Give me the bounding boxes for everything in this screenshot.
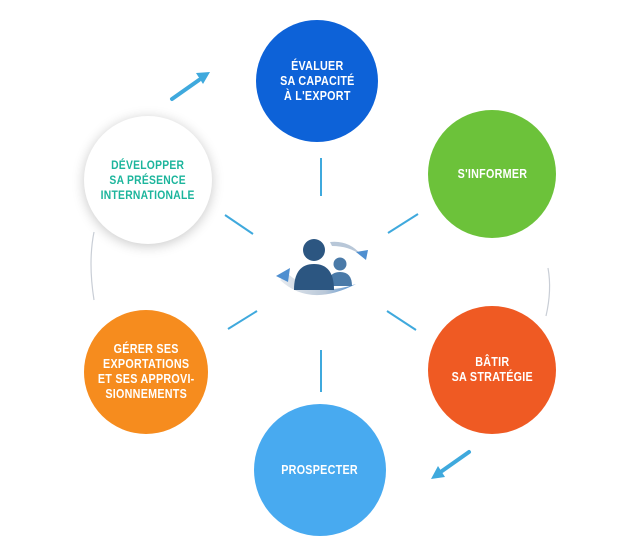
step-prospecter-label: PROSPECTER — [281, 462, 359, 477]
step-prospecter-circle[interactable]: PROSPECTER — [254, 404, 386, 536]
person-large-body — [294, 264, 334, 290]
step-developper-circle[interactable]: DÉVELOPPER SA PRÉSENCE INTERNATIONALE — [84, 116, 212, 244]
step-developper-label: DÉVELOPPER SA PRÉSENCE INTERNATIONALE — [100, 157, 196, 202]
step-gerer-label: GÉRER SES EXPORTATIONS ET SES APPROVI- S… — [97, 342, 195, 401]
step-evaluer-circle[interactable]: ÉVALUER SA CAPACITÉ À L'EXPORT — [256, 20, 378, 142]
connector-top-right — [387, 213, 419, 234]
swoosh-lower-arrowhead — [276, 268, 290, 282]
step-gerer-circle[interactable]: GÉRER SES EXPORTATIONS ET SES APPROVI- S… — [84, 310, 208, 434]
person-small-head — [333, 257, 347, 271]
cycle-ring-right — [545, 267, 551, 317]
cycle-ring-left — [90, 231, 95, 301]
cycle-arrow-icon-top-left — [170, 72, 210, 101]
step-informer-label: S'INFORMER — [457, 166, 527, 181]
step-batir-label: BÂTIR SA STRATÉGIE — [451, 355, 533, 384]
step-informer-circle[interactable]: S'INFORMER — [428, 110, 556, 238]
cycle-arrow-icon-bottom-right — [431, 450, 471, 479]
person-large-head — [303, 239, 325, 261]
swoosh-upper — [330, 241, 362, 256]
person-small-body — [328, 272, 352, 286]
swoosh-upper-arrowhead — [356, 250, 368, 260]
connector-top-left — [224, 214, 254, 235]
people-cycle-icon — [276, 239, 368, 296]
step-evaluer-label: ÉVALUER SA CAPACITÉ À L'EXPORT — [279, 58, 355, 103]
connector-bottom-right — [386, 310, 417, 331]
connector-bottom-left — [227, 310, 258, 330]
step-batir-circle[interactable]: BÂTIR SA STRATÉGIE — [428, 306, 556, 434]
